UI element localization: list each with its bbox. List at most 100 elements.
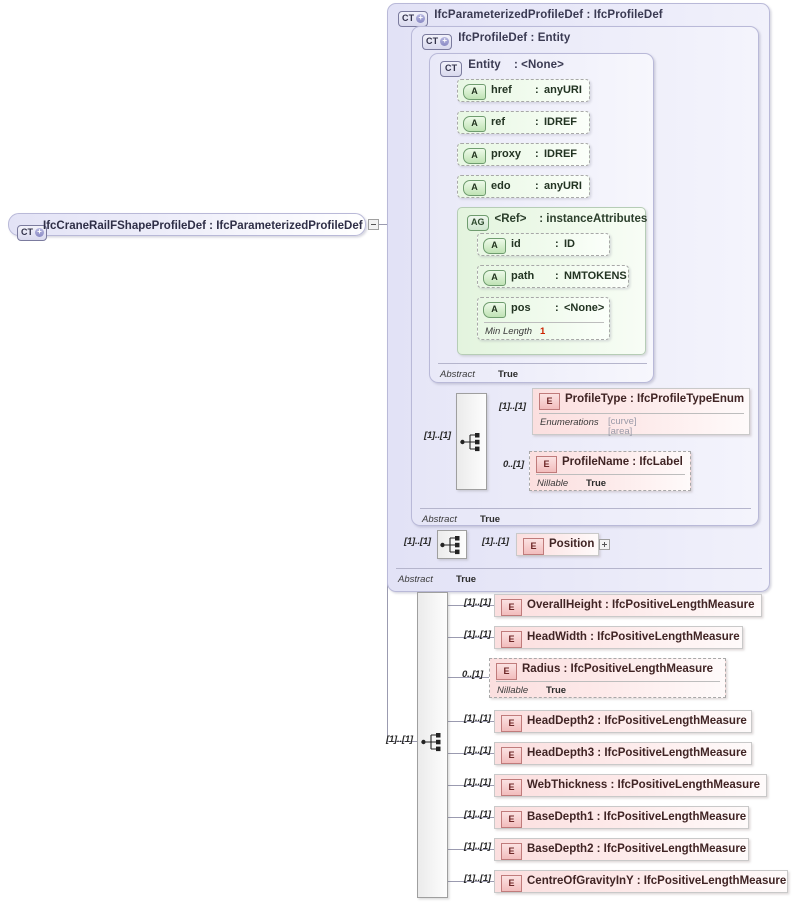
attribute-edo[interactable]: A edo : anyURI — [457, 175, 590, 198]
attribute-sep: : — [535, 116, 539, 128]
facet-value-nillable: True — [546, 685, 567, 696]
cardinality-headwidth: [1]..[1] — [464, 629, 491, 640]
connector — [448, 605, 494, 606]
ct-badge-root[interactable]: CT+ — [17, 219, 53, 241]
attribute-type: anyURI — [544, 180, 582, 192]
attribute-type: anyURI — [544, 84, 582, 96]
element-label: BaseDepth1 : IfcPositiveLengthMeasure — [527, 811, 747, 823]
divider — [438, 363, 647, 364]
root-sep: : — [209, 220, 214, 232]
cardinality-radius: 0..[1] — [462, 669, 483, 680]
element-radius[interactable]: E Radius : IfcPositiveLengthMeasure Nill… — [489, 658, 726, 698]
root-type: IfcParameterizedProfileDef — [216, 220, 363, 232]
element-centreofgravityiny[interactable]: E CentreOfGravityInY : IfcPositiveLength… — [494, 870, 788, 893]
element-icon: E — [539, 393, 560, 410]
root-node-ifccranerailfshapeprofiledef[interactable]: CT+ IfcCraneRailFShapeProfileDef : IfcPa… — [8, 213, 366, 241]
element-label: WebThickness : IfcPositiveLengthMeasure — [527, 779, 761, 791]
element-overallheight[interactable]: E OverallHeight : IfcPositiveLengthMeasu… — [494, 594, 762, 617]
connector — [448, 817, 494, 818]
attribute-icon: A — [483, 238, 506, 254]
attribute-name: path — [511, 270, 535, 282]
element-headwidth[interactable]: E HeadWidth : IfcPositiveLengthMeasure — [494, 626, 743, 649]
attribute-icon: A — [463, 116, 486, 132]
element-icon: E — [501, 811, 522, 828]
attribute-name: edo — [491, 180, 511, 192]
facet-value-enum-area: [area] — [608, 426, 633, 437]
panel-sep: : — [586, 9, 591, 21]
collapse-root-toggle[interactable] — [368, 219, 379, 230]
panel-name: IfcParameterizedProfileDef — [434, 9, 584, 21]
attribute-name: pos — [511, 302, 531, 314]
element-icon: E — [523, 538, 544, 555]
sequence-compositor-position[interactable] — [437, 530, 467, 559]
connector — [448, 753, 494, 754]
attribute-icon: A — [463, 84, 486, 100]
abstract-value: True — [456, 574, 477, 585]
attribute-sep: : — [555, 270, 559, 282]
abstract-value: True — [480, 514, 501, 525]
connector — [448, 849, 494, 850]
element-label: CentreOfGravityInY : IfcPositiveLengthMe… — [527, 875, 787, 887]
attribute-href[interactable]: A href : anyURI — [457, 79, 590, 102]
divider — [539, 413, 744, 414]
element-basedepth1[interactable]: E BaseDepth1 : IfcPositiveLengthMeasure — [494, 806, 749, 829]
cardinality-profile-group: [1]..[1] — [424, 430, 451, 441]
ag-type: instanceAttributes — [546, 213, 648, 225]
element-profilename[interactable]: E ProfileName : IfcLabel Nillable True — [529, 451, 691, 491]
element-basedepth2[interactable]: E BaseDepth2 : IfcPositiveLengthMeasure — [494, 838, 749, 861]
expand-position-toggle[interactable] — [599, 539, 610, 550]
attribute-icon: A — [483, 270, 506, 286]
element-headdepth3[interactable]: E HeadDepth3 : IfcPositiveLengthMeasure — [494, 742, 752, 765]
attribute-group-title: AG<Ref> : instanceAttributes — [467, 213, 647, 231]
facet-value-nillable: True — [586, 478, 607, 489]
cardinality-basedepth1: [1]..[1] — [464, 809, 491, 820]
connector — [448, 637, 494, 638]
attribute-proxy[interactable]: A proxy : IDREF — [457, 143, 590, 166]
ct-badge[interactable]: CT — [440, 61, 463, 77]
sequence-icon — [459, 433, 479, 452]
element-icon: E — [501, 779, 522, 796]
connector — [372, 224, 388, 225]
ct-badge[interactable]: CT+ — [398, 11, 429, 27]
attribute-ref[interactable]: A ref : IDREF — [457, 111, 590, 134]
divider — [484, 322, 604, 323]
root-label: IfcCraneRailFShapeProfileDef : IfcParame… — [43, 220, 363, 232]
root-name: IfcCraneRailFShapeProfileDef — [43, 220, 206, 232]
element-icon: E — [501, 875, 522, 892]
attribute-type: NMTOKENS — [564, 270, 627, 282]
facet-value-enum-curve: [curve] — [608, 416, 637, 427]
element-icon: E — [501, 747, 522, 764]
attribute-pos[interactable]: A pos : <None> Min Length 1 — [477, 297, 610, 340]
attribute-path[interactable]: A path : NMTOKENS — [477, 265, 629, 288]
attribute-id[interactable]: A id : ID — [477, 233, 610, 256]
connector — [448, 785, 494, 786]
sequence-compositor-measures[interactable] — [417, 592, 448, 898]
ct-badge[interactable]: CT+ — [422, 34, 453, 50]
element-label: Position — [549, 538, 595, 550]
element-profiletype[interactable]: E ProfileType : IfcProfileTypeEnum Enume… — [532, 388, 750, 437]
cardinality-headdepth3: [1]..[1] — [464, 745, 491, 756]
element-position[interactable]: E Position — [516, 533, 599, 556]
connector — [448, 881, 494, 882]
attribute-name: proxy — [491, 148, 521, 160]
element-label: HeadDepth2 : IfcPositiveLengthMeasure — [527, 715, 747, 727]
sequence-compositor-profile[interactable] — [456, 393, 487, 490]
ag-name: <Ref> — [494, 213, 527, 225]
element-webthickness[interactable]: E WebThickness : IfcPositiveLengthMeasur… — [494, 774, 767, 797]
attribute-sep: : — [535, 148, 539, 160]
divider — [496, 681, 720, 682]
attribute-type: <None> — [564, 302, 605, 314]
divider — [396, 568, 762, 569]
cardinality-position: [1]..[1] — [482, 536, 509, 547]
attribute-sep: : — [555, 302, 559, 314]
element-icon: E — [501, 599, 522, 616]
element-headdepth2[interactable]: E HeadDepth2 : IfcPositiveLengthMeasure — [494, 710, 752, 733]
ag-badge[interactable]: AG — [467, 215, 489, 231]
element-label: HeadWidth : IfcPositiveLengthMeasure — [527, 631, 740, 643]
cardinality-webthickness: [1]..[1] — [464, 777, 491, 788]
sequence-icon — [440, 536, 460, 555]
abstract-label: Abstract — [422, 514, 457, 525]
expand-icon: + — [440, 37, 450, 46]
facet-key-nillable: Nillable — [537, 478, 569, 489]
